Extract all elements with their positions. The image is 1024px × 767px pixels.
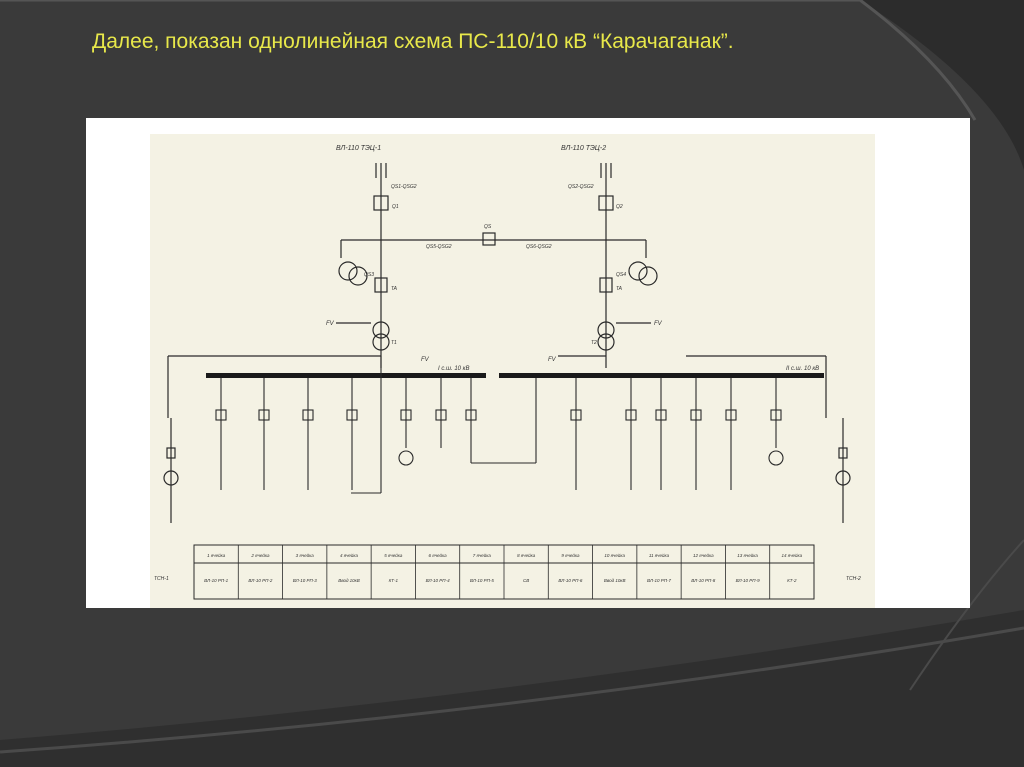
feeders-section-2	[570, 378, 784, 490]
table-header-cell: 14 ячейка	[782, 552, 803, 558]
slide-title: Далее, показан однолинейная схема ПС-110…	[92, 30, 734, 53]
label-qs3: QS3	[364, 272, 374, 278]
table-row-cell: Ввод 10кВ	[604, 578, 626, 583]
table-row-cell: ВЛ-10 РП-2	[248, 578, 273, 583]
table-header-cell: 8 ячейка	[517, 552, 536, 558]
table-header-cell: 10 ячейка	[604, 552, 625, 558]
bus-section-1	[206, 373, 486, 378]
incoming-line-2-label: ВЛ-110 ТЭЦ-2	[561, 145, 606, 152]
label-qs6: QS6-QSG2	[526, 244, 552, 250]
label-q1: Q1	[392, 204, 399, 210]
table-header-cell: 6 ячейка	[429, 552, 448, 558]
label-qs-sect: QS	[484, 224, 492, 230]
table-row-cell: ВЛ-10 РП-4	[426, 578, 451, 583]
table-row-cell: ВЛ-10 РП-5	[470, 578, 495, 583]
table-row-cell: СВ	[523, 578, 529, 583]
bus-section-2	[499, 373, 824, 378]
table-header-cell: 9 ячейка	[561, 552, 580, 558]
feeders-section-1	[215, 378, 477, 490]
table-header-cell: 4 ячейка	[340, 552, 359, 558]
label-fv4: FV	[548, 357, 557, 363]
diagram-frame: ВЛ-110 ТЭЦ-1 ВЛ-110 ТЭЦ-2 I с.ш. 10 кВ I…	[86, 118, 970, 608]
diagram-paper	[150, 134, 875, 608]
table-header-cell: 12 ячейка	[693, 552, 714, 558]
table-row-cell: ВЛ-10 РП-1	[204, 578, 229, 583]
label-qs4: QS4	[616, 272, 626, 278]
table-row-cell: ВЛ-10 РП-7	[647, 578, 672, 583]
incoming-line-1-label: ВЛ-110 ТЭЦ-1	[336, 145, 381, 152]
table-header-cell: 3 ячейка	[296, 552, 315, 558]
table-header-cell: 7 ячейка	[473, 552, 492, 558]
label-qs5: QS5-QSG2	[426, 244, 452, 250]
right-note: ТСН-2	[846, 576, 861, 582]
label-ta1: TA	[391, 286, 398, 292]
table-header-cell: 13 ячейка	[737, 552, 758, 558]
label-qs2: QS2-QSG2	[568, 184, 594, 190]
table-header-cell: 5 ячейка	[384, 552, 403, 558]
bus-section-2-label: II с.ш. 10 кВ	[786, 366, 819, 372]
label-qs1: QS1-QSG2	[391, 184, 417, 190]
label-t2: T2	[591, 340, 597, 346]
table-row-cell: ВЛ-10 РП-6	[558, 578, 583, 583]
label-fv1: FV	[326, 321, 335, 327]
table-header-cell: 1 ячейка	[207, 552, 226, 558]
label-t1: T1	[391, 340, 397, 346]
table-row-cell: ВЛ-10 РП-8	[691, 578, 716, 583]
label-q2: Q2	[616, 204, 623, 210]
bus-section-1-label: I с.ш. 10 кВ	[438, 366, 470, 372]
table-row-cell: ВЛ-10 РП-9	[736, 578, 761, 583]
left-note: ТСН-1	[154, 576, 169, 582]
table-header-cell: 11 ячейка	[649, 552, 670, 558]
table-row-cell: КТ-1	[389, 578, 399, 583]
table-row-cell: КТ-2	[787, 578, 797, 583]
single-line-diagram: ВЛ-110 ТЭЦ-1 ВЛ-110 ТЭЦ-2 I с.ш. 10 кВ I…	[150, 134, 875, 608]
label-fv3: FV	[421, 357, 430, 363]
label-fv2: FV	[654, 321, 663, 327]
table-row-cell: Ввод 10кВ	[338, 578, 360, 583]
label-ta2: TA	[616, 286, 623, 292]
table-row-cell: ВЛ-10 РП-3	[293, 578, 318, 583]
table-header-cell: 2 ячейка	[250, 552, 270, 558]
